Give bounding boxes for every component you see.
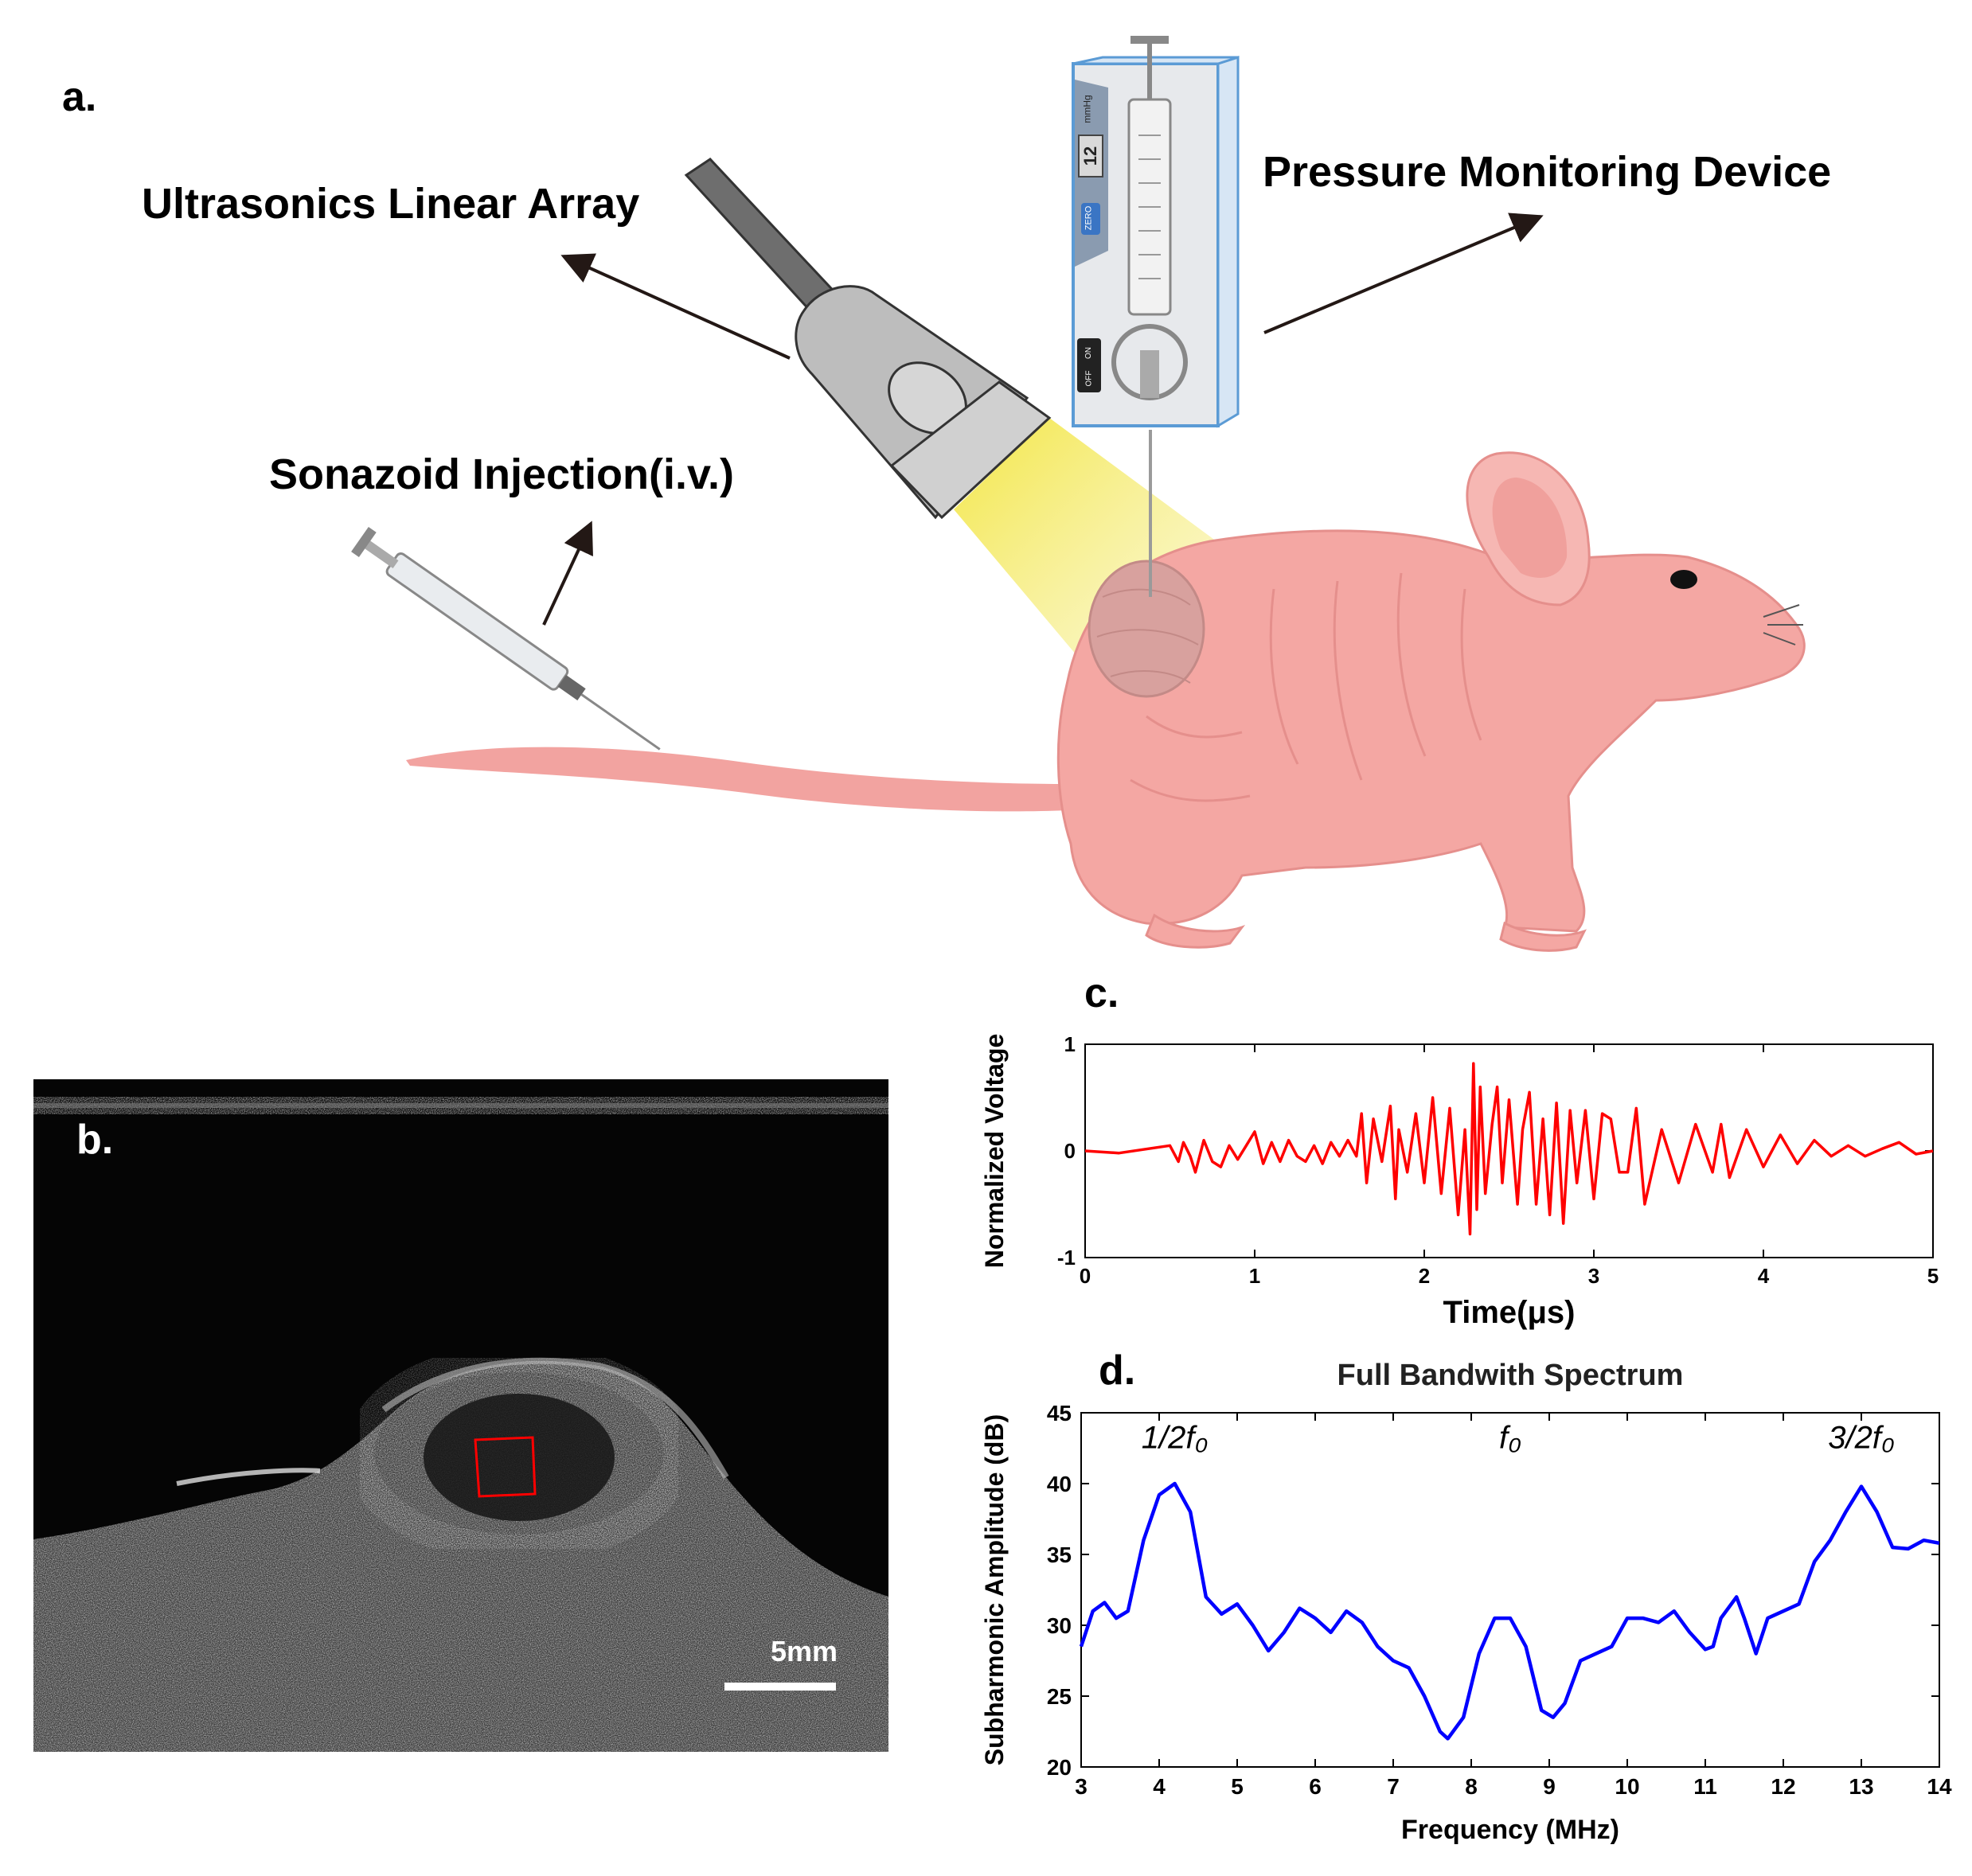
y-tick-label: 45: [1047, 1401, 1072, 1426]
x-tick-label: 14: [1927, 1774, 1952, 1799]
mouse-whiskers: [1763, 604, 1803, 645]
x-tick-label: 8: [1465, 1774, 1478, 1799]
pressure-device: [1072, 36, 1240, 428]
mouse-eye: [1670, 570, 1697, 589]
annotation-half-fundamental: 1/2f₀: [1142, 1421, 1209, 1456]
x-tick-label: 5: [1231, 1774, 1244, 1799]
device-pressure-value: 12: [1080, 146, 1100, 166]
y-tick-label: -1: [1057, 1246, 1076, 1270]
ultrasound-probe: [684, 158, 1052, 520]
device-pressure-unit: mmHg: [1081, 95, 1093, 123]
x-tick-label: 1: [1249, 1264, 1260, 1288]
panel-b-letter: b.: [76, 1117, 114, 1163]
arrow-sonazoid: [542, 521, 593, 626]
mouse-skin-folds: [1130, 572, 1482, 802]
panel-a-letter: a.: [62, 74, 97, 120]
y-axis-label: Subharmonic Amplitude (dB): [980, 1414, 1009, 1765]
x-axis-label: Frequency (MHz): [1401, 1815, 1619, 1845]
label-ultrasonics-linear-array: Ultrasonics Linear Array: [142, 180, 640, 228]
device-off-label: OFF: [1084, 370, 1094, 387]
y-tick-label: 35: [1047, 1543, 1072, 1567]
x-tick-label: 7: [1387, 1774, 1400, 1799]
mouse-tail: [406, 747, 1067, 812]
tumor: [1088, 560, 1205, 698]
injection-syringe: [351, 527, 661, 751]
x-tick-label: 13: [1849, 1774, 1873, 1799]
x-tick-label: 6: [1309, 1774, 1322, 1799]
x-tick-label: 4: [1153, 1774, 1166, 1799]
x-tick-label: 5: [1927, 1264, 1939, 1288]
x-axis-label: Time(μs): [1443, 1295, 1576, 1330]
x-tick-label: 10: [1615, 1774, 1639, 1799]
mouse-feet: [1145, 913, 1587, 952]
x-tick-label: 9: [1543, 1774, 1556, 1799]
roi-box: [474, 1436, 537, 1498]
label-pressure-monitoring-device: Pressure Monitoring Device: [1263, 148, 1832, 196]
annotation-three-half-fundamental: 3/2f₀: [1828, 1421, 1895, 1456]
y-tick-label: 20: [1047, 1755, 1072, 1780]
scale-bar-label: 5mm: [771, 1635, 838, 1667]
x-tick-label: 4: [1758, 1264, 1770, 1288]
device-zero-button: ZERO: [1084, 205, 1094, 231]
device-on-label: ON: [1084, 347, 1093, 359]
annotation-fundamental: f₀: [1499, 1421, 1521, 1456]
x-tick-label: 0: [1080, 1264, 1091, 1288]
chart-title: Full Bandwith Spectrum: [1337, 1359, 1684, 1392]
y-axis-label: Normalized Voltage: [980, 1034, 1009, 1269]
ultrasound-image-svg: [33, 1079, 888, 1752]
series-line: [1079, 1481, 1940, 1741]
series-line: [1084, 1062, 1934, 1236]
scale-bar: [724, 1683, 836, 1691]
y-tick-label: 25: [1047, 1684, 1072, 1709]
x-tick-label: 2: [1419, 1264, 1430, 1288]
y-tick-label: 30: [1047, 1613, 1072, 1638]
x-tick-label: 12: [1771, 1774, 1795, 1799]
arrow-pressure: [1263, 213, 1544, 334]
panel-a-illustration: [351, 36, 1806, 952]
label-sonazoid-injection: Sonazoid Injection(i.v.): [269, 450, 735, 498]
x-tick-label: 11: [1693, 1774, 1717, 1799]
x-tick-label: 3: [1075, 1774, 1088, 1799]
y-tick-label: 40: [1047, 1472, 1072, 1496]
ultrasound-image: 5mm b.: [33, 1079, 888, 1752]
x-tick-label: 3: [1588, 1264, 1599, 1288]
panel-d-letter: d.: [1099, 1348, 1136, 1394]
y-tick-label: 0: [1064, 1139, 1076, 1163]
arrow-ultrasonics: [560, 253, 791, 360]
plot-frame: [1080, 1412, 1940, 1768]
panel-c-letter: c.: [1084, 970, 1119, 1016]
y-tick-label: 1: [1064, 1032, 1076, 1056]
